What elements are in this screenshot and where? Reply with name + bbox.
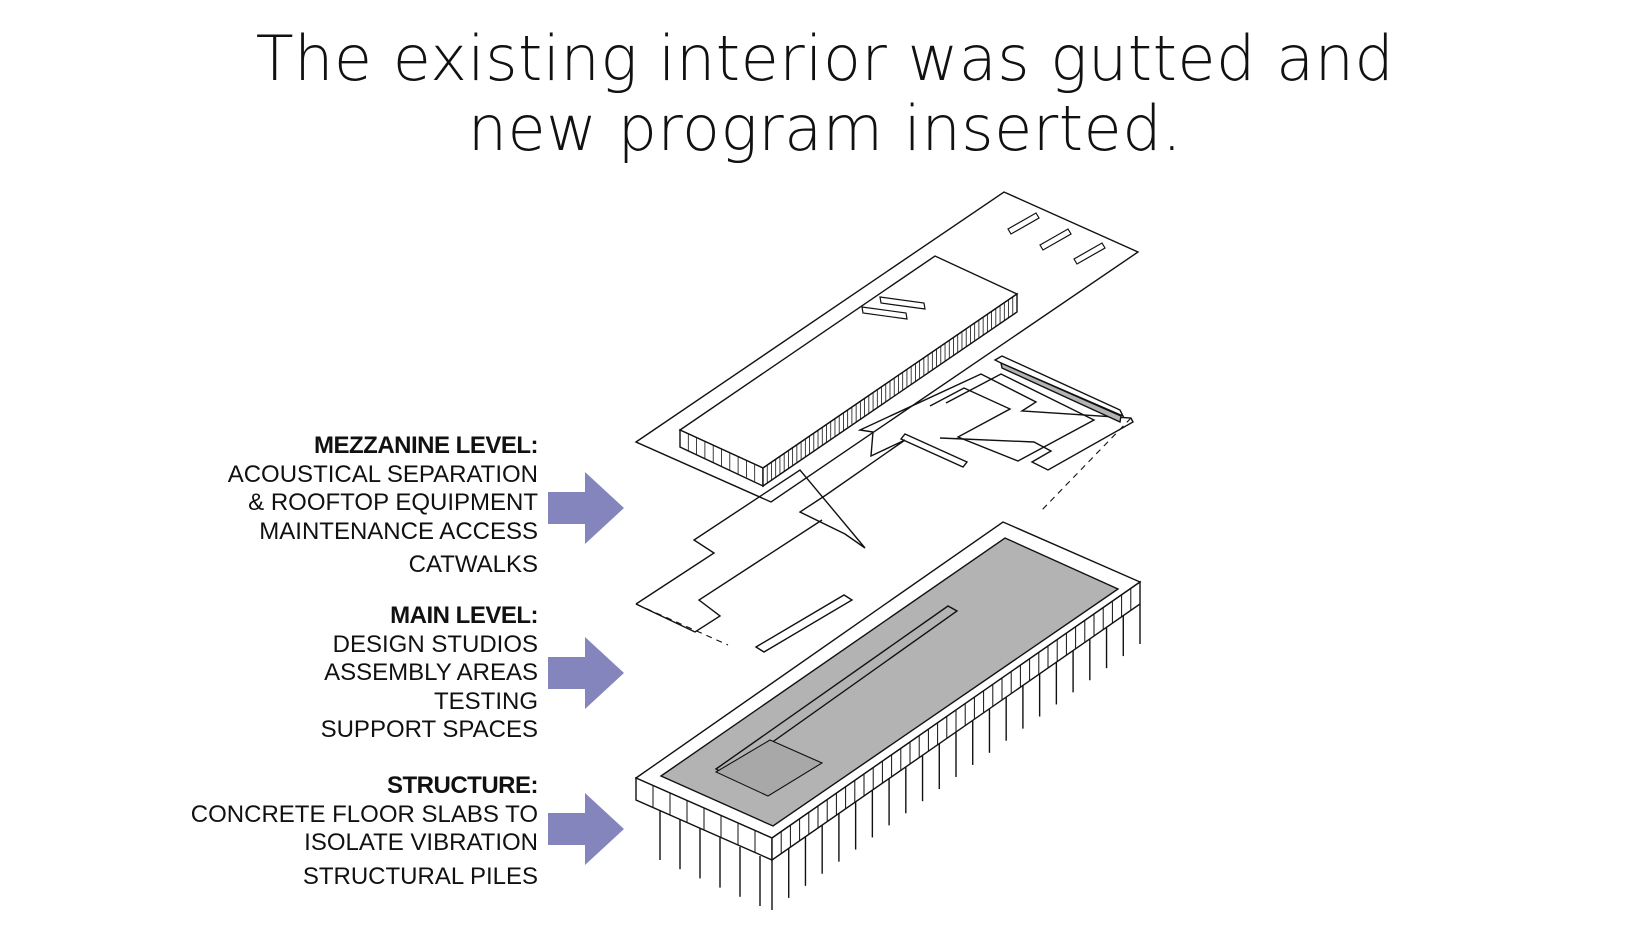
structure-line-3: STRUCTURAL PILES <box>302 862 538 890</box>
structure-line-2: ISOLATE VIBRATION <box>304 829 538 856</box>
facade-details <box>652 588 1132 854</box>
rooftop-box-ribs <box>687 296 1014 484</box>
arrow-structure-icon <box>548 793 624 865</box>
mezzanine-line-2: & ROOFTOP EQUIPMENT <box>248 489 538 516</box>
structure-label-group: STRUCTURE: CONCRETE FLOOR SLABS TO ISOLA… <box>190 772 539 891</box>
rooftop-units <box>861 212 1106 320</box>
main-level-heading: MAIN LEVEL: <box>390 602 538 629</box>
title-line-2: new program inserted. <box>467 92 1183 165</box>
structure-heading: STRUCTURE: <box>387 772 539 799</box>
main-level-line-1: DESIGN STUDIOS <box>332 630 538 658</box>
structural-piles <box>659 604 1141 910</box>
mezzanine-label-group: MEZZANINE LEVEL: ACOUSTICAL SEPARATION &… <box>227 432 539 580</box>
mezzanine-line-1: ACOUSTICAL SEPARATION <box>227 460 538 488</box>
main-level-line-2: ASSEMBLY AREAS <box>324 659 538 686</box>
main-level-building <box>634 521 1142 862</box>
structure-line-1: CONCRETE FLOOR SLABS TO <box>190 800 538 828</box>
arrow-main-level-icon <box>548 637 624 709</box>
title-line-1: The existing interior was gutted and <box>255 22 1395 95</box>
main-level-line-3: TESTING <box>433 687 538 715</box>
mezzanine-plate <box>635 355 1134 653</box>
mezzanine-heading: MEZZANINE LEVEL: <box>314 432 539 459</box>
main-level-label-group: MAIN LEVEL: DESIGN STUDIOS ASSEMBLY AREA… <box>320 602 539 745</box>
page-title: The existing interior was gutted and new… <box>0 24 1650 164</box>
mezzanine-line-3: MAINTENANCE ACCESS <box>259 517 538 545</box>
mezzanine-line-4: CATWALKS <box>408 551 538 578</box>
projection-lines <box>635 417 1132 646</box>
main-level-line-4: SUPPORT SPACES <box>320 716 538 743</box>
arrow-mezzanine-icon <box>548 472 624 544</box>
